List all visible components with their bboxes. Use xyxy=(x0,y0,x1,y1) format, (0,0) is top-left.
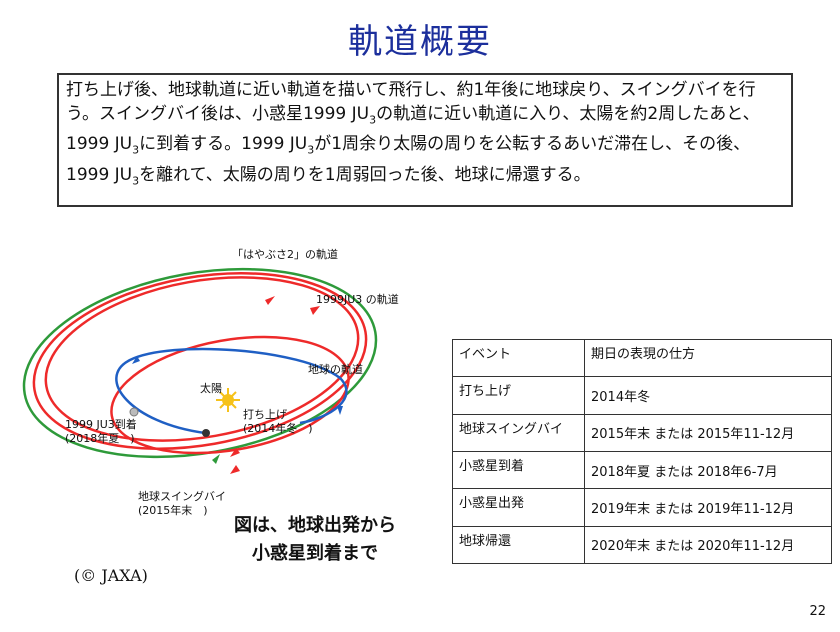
orbit-arrow xyxy=(212,454,220,464)
summary-text: を離れて、太陽の周りを1周弱回った後、地球に帰還する。 xyxy=(139,164,591,185)
header-date: 期日の表現の仕方 xyxy=(584,338,832,378)
caption-line: 図は、地球出発から xyxy=(234,515,396,536)
table-row: 地球スイングバイ 2015年末 または 2015年11-12月 xyxy=(452,413,832,452)
orbit-arrow xyxy=(310,306,320,315)
date-cell: 2019年末 または 2019年11-12月 xyxy=(584,488,832,527)
copyright: (© JAXA) xyxy=(74,566,148,585)
summary-text: 打ち上げ後、地球軌道に近い軌道を描いて飛行し、約1年後に地球戻り、スイングバイを… xyxy=(66,80,756,124)
orbit-arrow xyxy=(230,465,240,474)
label-hayabusa-orbit: 「はやぶさ2」の軌道 xyxy=(232,247,338,261)
label-swingby: 地球スイングバイ xyxy=(138,489,226,503)
summary-text: の軌道に近い軌道に入り、太陽を約2周したあと、1999 JU xyxy=(66,104,760,155)
launch-point xyxy=(202,429,210,437)
date-cell: 2020年末 または 2020年11-12月 xyxy=(584,525,832,565)
event-cell: 打ち上げ xyxy=(452,376,585,415)
label-swingby-date: (2015年末 ) xyxy=(138,503,208,517)
orbit-arrow xyxy=(265,296,275,305)
hayabusa-transfer-orbit xyxy=(110,335,350,455)
event-cell: 小惑星到着 xyxy=(452,450,585,490)
table-row: 小惑星出発 2019年末 または 2019年11-12月 xyxy=(452,488,832,527)
label-ju3-orbit: 1999JU3 の軌道 xyxy=(316,292,399,306)
label-arrival: 1999 JU3到着 xyxy=(65,417,137,431)
table-row: 地球帰還 2020年末 または 2020年11-12月 xyxy=(452,525,832,565)
table-header-row: イベント 期日の表現の仕方 xyxy=(452,338,832,378)
event-cell: 地球帰還 xyxy=(452,525,585,565)
page-title: 軌道概要 xyxy=(348,22,492,62)
hayabusa-orbit-outer xyxy=(32,272,368,450)
earth-orbit xyxy=(115,347,348,435)
summary-subscript: 3 xyxy=(132,174,140,188)
summary-text: に到着する。1999 JU xyxy=(139,134,308,155)
summary-text: が1周余り太陽の周りを公転するあいだ滞在し、その後、1999 JU xyxy=(66,134,751,185)
summary-box: 打ち上げ後、地球軌道に近い軌道を描いて飛行し、約1年後に地球戻り、スイングバイを… xyxy=(57,73,793,207)
date-cell: 2018年夏 または 2018年6-7月 xyxy=(584,450,832,490)
orbit-arrow xyxy=(230,448,240,457)
date-cell: 2014年冬 xyxy=(584,376,832,415)
schedule-table: イベント 期日の表現の仕方 打ち上げ 2014年冬 地球スイングバイ 2015年… xyxy=(452,338,832,565)
event-cell: 地球スイングバイ xyxy=(452,413,585,452)
diagram-caption: 図は、地球出発から 小惑星到着まで xyxy=(215,512,415,568)
label-launch: 打ち上げ xyxy=(243,407,287,421)
summary-subscript: 3 xyxy=(132,143,140,157)
orbit-diagram: 「はやぶさ2」の軌道 1999JU3 の軌道 地球の軌道 太陽 打ち上げ (20… xyxy=(22,247,399,517)
label-earth-orbit: 地球の軌道 xyxy=(308,362,363,376)
date-cell: 2015年末 または 2015年11-12月 xyxy=(584,413,832,452)
label-arrival-date: (2018年夏 ) xyxy=(65,431,135,445)
table-row: 小惑星到着 2018年夏 または 2018年6-7月 xyxy=(452,450,832,490)
event-cell: 小惑星出発 xyxy=(452,488,585,527)
caption-line: 小惑星到着まで xyxy=(252,543,378,564)
header-event: イベント xyxy=(452,338,585,378)
label-launch-date: (2014年冬 ) xyxy=(243,421,313,435)
table-row: 打ち上げ 2014年冬 xyxy=(452,376,832,415)
summary-subscript: 3 xyxy=(369,113,377,127)
orbit-arrow xyxy=(337,406,343,415)
page-number: 22 xyxy=(809,604,826,619)
summary-subscript: 3 xyxy=(307,143,315,157)
hayabusa-orbit-inner xyxy=(44,276,360,442)
orbit-arrow xyxy=(132,356,140,364)
label-sun: 太陽 xyxy=(200,382,222,395)
sun-icon xyxy=(216,388,240,412)
asteroid-point xyxy=(129,407,139,417)
